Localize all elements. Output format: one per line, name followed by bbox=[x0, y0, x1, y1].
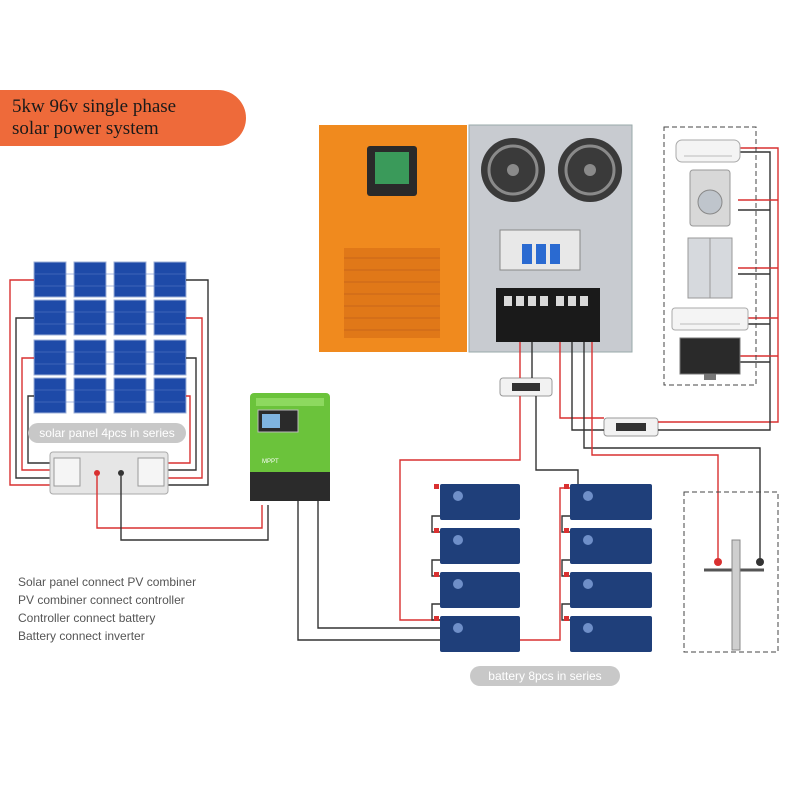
connection-steps: Solar panel connect PV combiner PV combi… bbox=[18, 573, 196, 645]
refrigerator-icon bbox=[687, 237, 733, 299]
step-4: Battery connect inverter bbox=[18, 629, 145, 643]
inverter-front bbox=[319, 125, 467, 352]
pv-combiner-box bbox=[49, 451, 169, 495]
battery-bank-left bbox=[440, 484, 520, 652]
title-line-1: 5kw 96v single phase bbox=[12, 96, 177, 117]
grounding-box bbox=[683, 491, 779, 653]
title-banner: 5kw 96v single phase solar power system bbox=[0, 90, 246, 146]
solar-panel-array bbox=[33, 261, 187, 414]
title-line-2: solar power system bbox=[12, 118, 159, 139]
solar-panel-label: solar panel 4pcs in series bbox=[28, 423, 186, 443]
cooling-fan-icon bbox=[481, 138, 545, 202]
washing-machine-icon bbox=[689, 169, 731, 227]
solar-panel-column-2 bbox=[73, 261, 107, 414]
dc-breaker bbox=[499, 377, 553, 397]
panel-wiring bbox=[9, 279, 209, 486]
inverter-back bbox=[468, 124, 633, 353]
step-2: PV combiner connect controller bbox=[18, 593, 185, 607]
ground-rod-icon bbox=[704, 539, 764, 651]
battery-bank-right bbox=[570, 484, 652, 652]
svg-text:MPPT: MPPT bbox=[262, 459, 279, 465]
step-1: Solar panel connect PV combiner bbox=[18, 575, 197, 589]
solar-panel-column-4 bbox=[153, 261, 187, 414]
appliance-group bbox=[663, 126, 757, 386]
solar-panel-column-3 bbox=[113, 261, 147, 414]
ac-breaker bbox=[603, 417, 659, 437]
step-3: Controller connect battery bbox=[18, 611, 156, 625]
air-conditioner-split-icon bbox=[671, 307, 749, 331]
solar-panel-column-1 bbox=[33, 261, 67, 414]
television-icon bbox=[679, 337, 741, 380]
cooling-fan-icon bbox=[558, 138, 622, 202]
air-conditioner-indoor-icon bbox=[675, 139, 741, 163]
battery-label: battery 8pcs in series bbox=[470, 666, 620, 686]
mppt-controller: MPPT bbox=[250, 393, 330, 501]
